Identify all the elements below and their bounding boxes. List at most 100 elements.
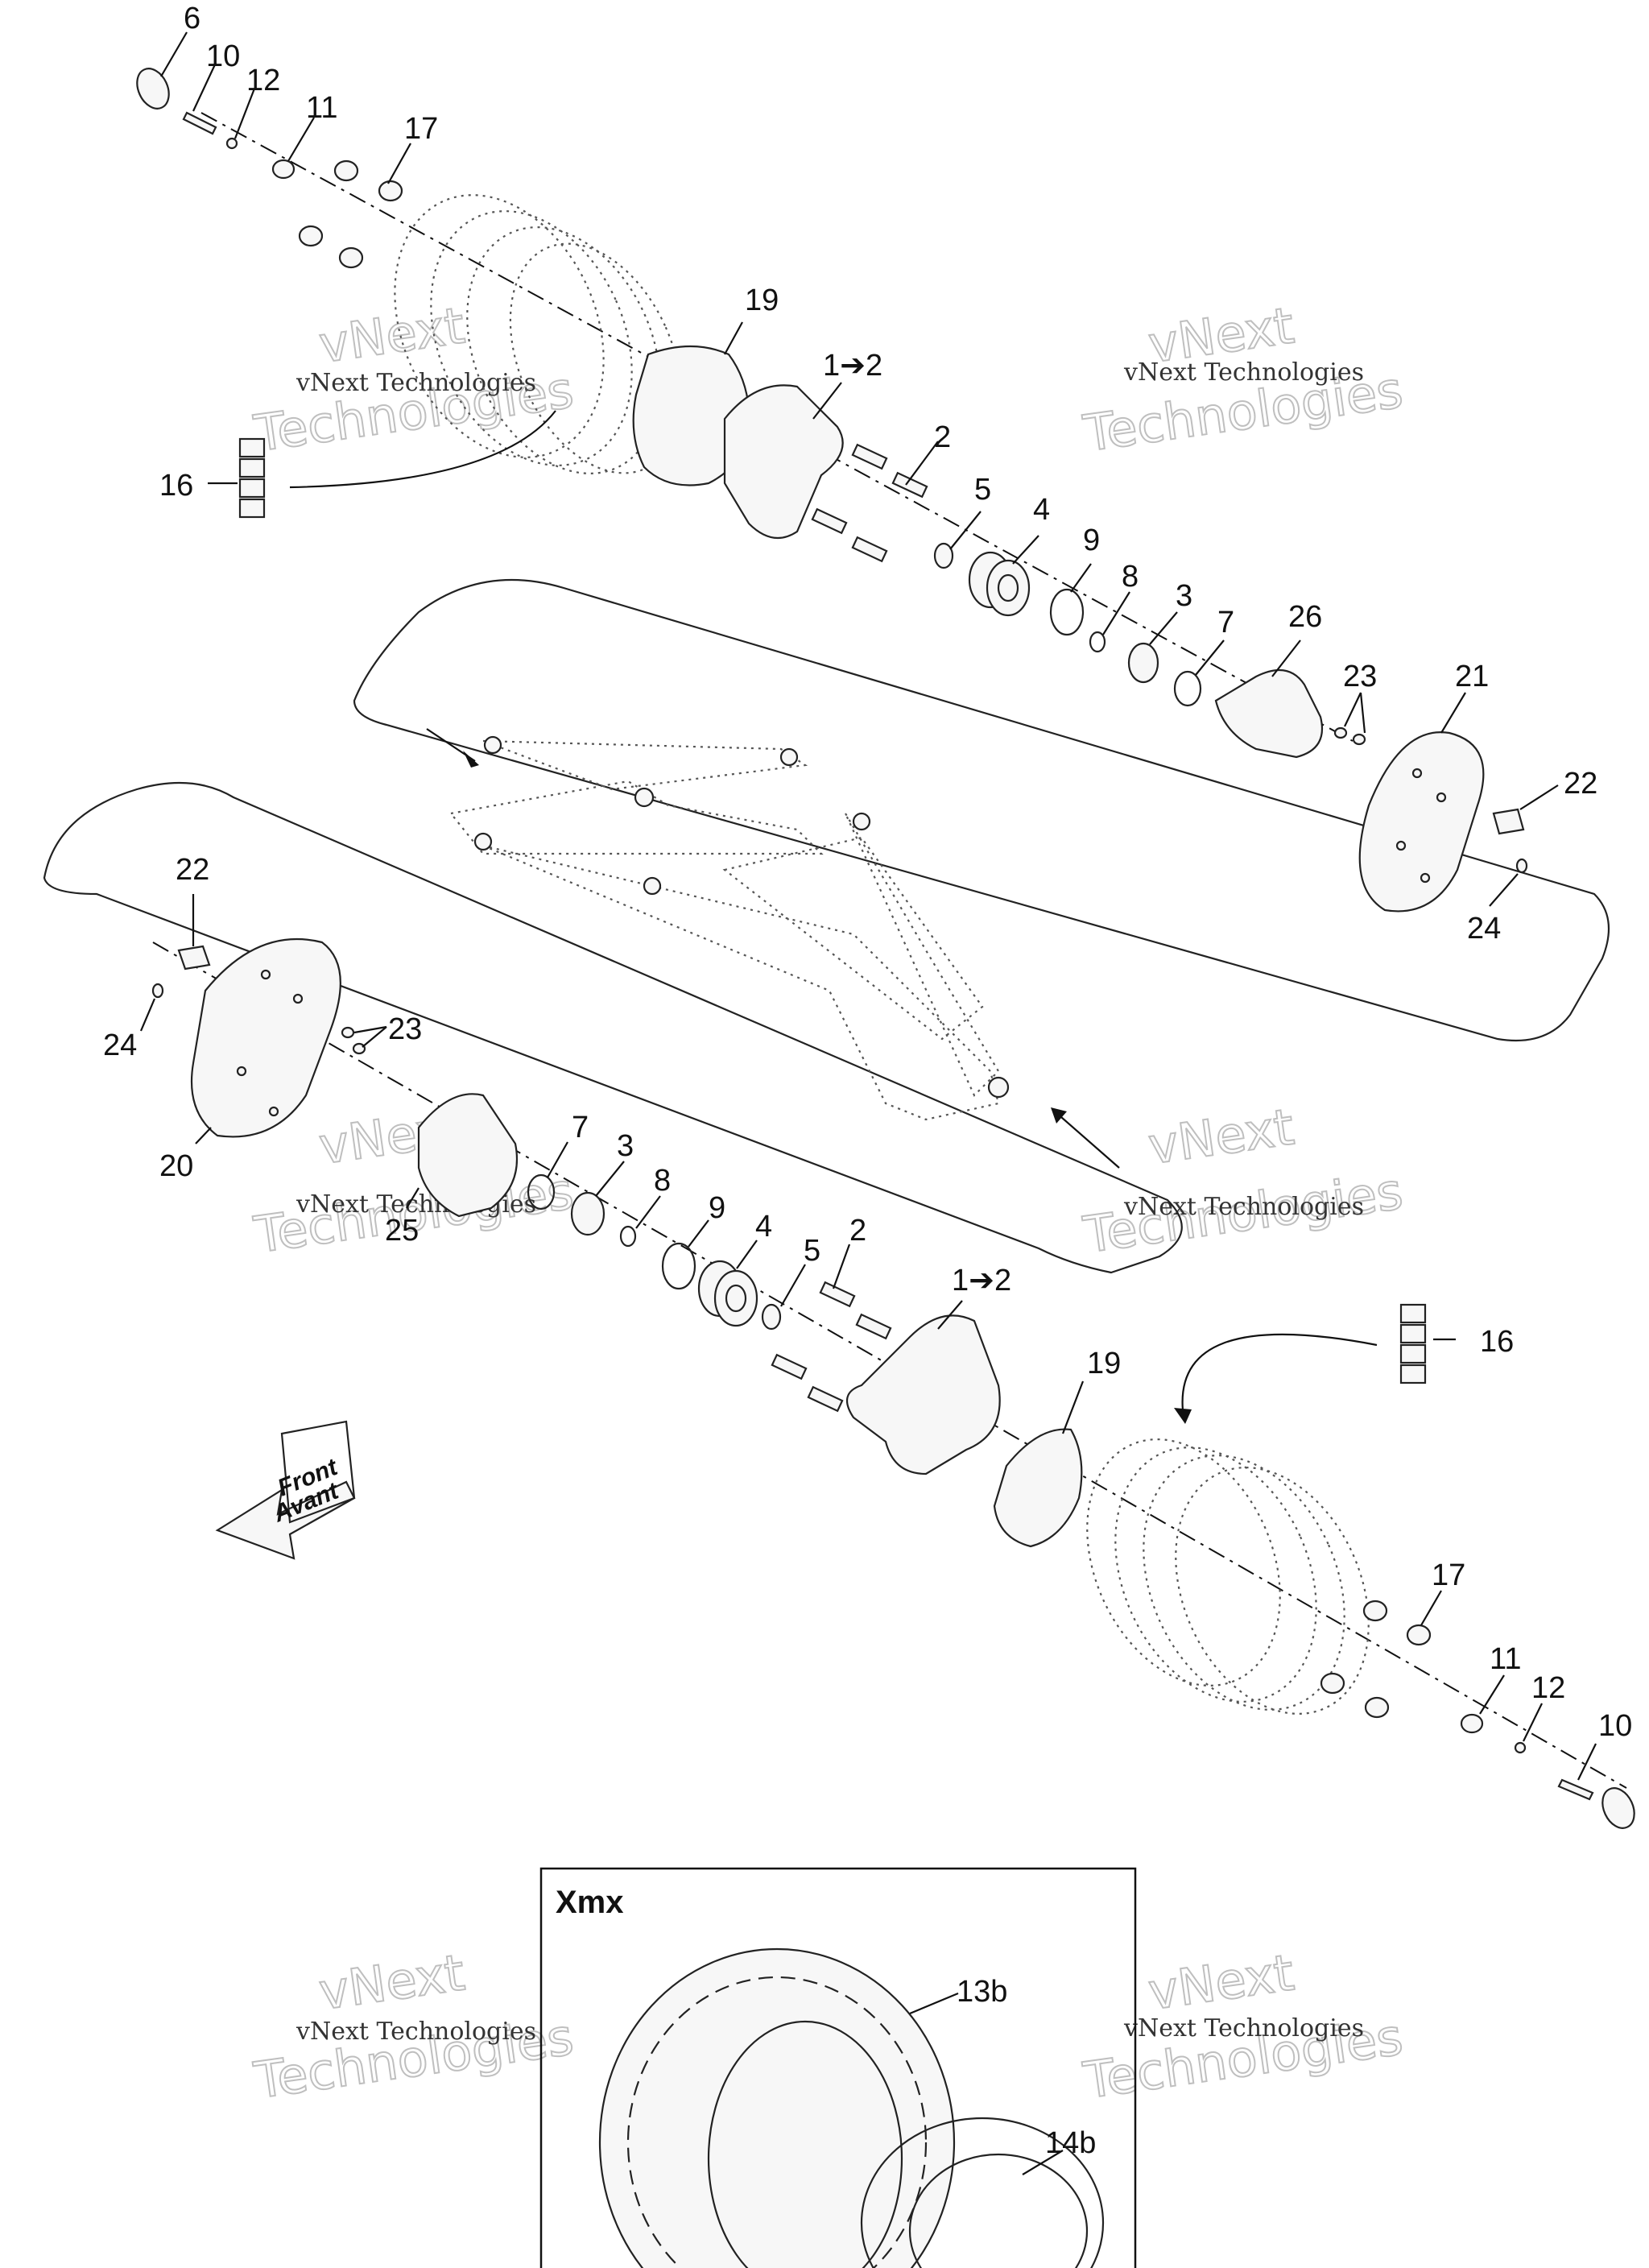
- lower-spacer-5: [761, 1303, 782, 1331]
- upper-seal-3: [1127, 642, 1159, 684]
- lower-screw-24: [151, 983, 164, 999]
- callout-3: 3: [617, 1129, 634, 1163]
- upper-bolt: [182, 111, 217, 135]
- lower-nut-11: [1460, 1713, 1484, 1734]
- callout-4: 4: [1033, 493, 1050, 527]
- upper-hub-cap: [136, 68, 170, 110]
- lower-bolt-23b: [352, 1042, 366, 1055]
- watermark-top-left: vNext Technologies vNext Technologies: [250, 295, 578, 464]
- lower-seal-3: [570, 1191, 605, 1236]
- callout-16: 16: [159, 469, 193, 503]
- upper-wheel-hub-26: [1214, 668, 1324, 759]
- lower-knuckle-bolts: [771, 1281, 892, 1413]
- callout-19: 19: [1087, 1347, 1121, 1380]
- watermark-bottom-right: vNext Technologies vNext Technologies: [1079, 1942, 1407, 2111]
- suspension-a-arms: [448, 735, 1010, 1121]
- callout-21: 21: [1455, 660, 1489, 693]
- callout-4: 4: [755, 1210, 772, 1244]
- callout-23: 23: [388, 1012, 422, 1046]
- lower-wheel-nuts: [1320, 1600, 1432, 1719]
- upper-bolt-23b: [1352, 733, 1366, 746]
- callout-2: 2: [849, 1214, 866, 1248]
- front-direction-arrow: Front Avant: [215, 1420, 356, 1560]
- watermark-middle-right: vNext Technologies vNext Technologies: [1079, 1096, 1407, 1265]
- upper-circlip-9: [1049, 588, 1085, 636]
- callout-9: 9: [1083, 524, 1100, 557]
- callout-7: 7: [1217, 606, 1234, 639]
- upper-arm-frame-outline: [353, 578, 1610, 1042]
- lower-arm-frame-outline: [43, 781, 1183, 1274]
- callout-3: 3: [1176, 579, 1192, 613]
- inset-title: Xmx: [556, 1885, 624, 1920]
- callout-8: 8: [654, 1164, 671, 1198]
- callout-14b: 14b: [1045, 2126, 1096, 2160]
- callout-23: 23: [1343, 660, 1377, 693]
- callout-13b: 13b: [957, 1975, 1007, 2009]
- callout-24: 24: [1467, 912, 1501, 946]
- callout-10: 10: [1598, 1709, 1632, 1743]
- upper-wheel-weight: [238, 410, 556, 519]
- lower-bolt: [1557, 1778, 1594, 1801]
- watermark-big-top: vNext: [1145, 1943, 1298, 2021]
- upper-bolt-23a: [1333, 726, 1348, 739]
- watermark-bottom-left: vNext Technologies vNext Technologies: [250, 1942, 578, 2111]
- callout-12: 12: [1531, 1671, 1565, 1705]
- upper-steering-knuckle: [723, 384, 844, 540]
- upper-o-ring-7: [1173, 670, 1202, 707]
- callout-6: 6: [184, 2, 200, 35]
- tire-13b: [598, 1947, 956, 2268]
- callout-8: 8: [1122, 560, 1139, 594]
- watermark-line: vNext Technologies: [295, 2018, 536, 2046]
- lower-assembly-arrow: [1054, 1111, 1120, 1169]
- callout-17: 17: [404, 112, 438, 146]
- callout-22: 22: [1564, 767, 1597, 801]
- upper-wheel-nuts: [298, 159, 403, 269]
- watermark-top-right: vNext Technologies vNext Technologies: [1079, 295, 1407, 464]
- callout-1-2: 1➔2: [823, 349, 882, 383]
- lower-washer: [1514, 1741, 1527, 1754]
- watermark-line: vNext Technologies: [1123, 2014, 1364, 2042]
- upper-bracket-22: [1492, 808, 1525, 835]
- lower-hub-flange: [993, 1428, 1083, 1548]
- callout-12: 12: [246, 64, 280, 97]
- lower-assembly-arrowhead: [1051, 1107, 1067, 1124]
- leader-lines: [139, 31, 1597, 2175]
- callout-24: 24: [103, 1028, 137, 1062]
- callout-10: 10: [206, 39, 240, 73]
- upper-brake-disc-21: [1358, 731, 1485, 913]
- callout-5: 5: [804, 1234, 820, 1268]
- callout-16: 16: [1480, 1325, 1514, 1359]
- callout-11: 11: [306, 91, 337, 125]
- lower-steering-knuckle: [845, 1314, 1001, 1475]
- callout-22: 22: [176, 853, 209, 887]
- callout-5: 5: [974, 473, 991, 507]
- lower-circlip-9: [661, 1242, 696, 1290]
- callout-11: 11: [1490, 1642, 1521, 1676]
- lower-bearing-4: [697, 1260, 758, 1327]
- lower-o-ring-8: [619, 1225, 637, 1248]
- upper-nut-11: [271, 159, 295, 180]
- upper-o-ring-8: [1089, 631, 1106, 653]
- watermark-line: vNext Technologies: [1123, 358, 1364, 387]
- rim-14b: [860, 2117, 1105, 2268]
- callout-1-2: 1➔2: [952, 1264, 1011, 1297]
- lower-wheel-rim: [1086, 1438, 1370, 1715]
- lower-brake-disc-20: [190, 937, 341, 1138]
- callout-19: 19: [745, 284, 779, 317]
- callout-2: 2: [934, 420, 951, 454]
- upper-washer: [225, 137, 238, 150]
- upper-bearing-4: [968, 551, 1031, 617]
- callout-7: 7: [572, 1111, 589, 1144]
- callout-17: 17: [1432, 1558, 1465, 1592]
- upper-screw-24: [1515, 858, 1528, 874]
- watermark-big-top: vNext: [1145, 1097, 1298, 1175]
- lower-o-ring-7: [527, 1173, 556, 1211]
- upper-assembly-arrowhead: [463, 751, 479, 768]
- watermark-big-top: vNext: [316, 296, 469, 374]
- upper-spacer-5: [933, 542, 954, 569]
- lower-wheel-weight: [1174, 1303, 1427, 1424]
- callout-26: 26: [1288, 600, 1322, 634]
- watermark-big-top: vNext: [316, 1943, 469, 2021]
- callout-labels: 6 10 12 11 17 19 1➔2 2 16 5 4 9 8 3 7 26…: [103, 2, 1632, 2160]
